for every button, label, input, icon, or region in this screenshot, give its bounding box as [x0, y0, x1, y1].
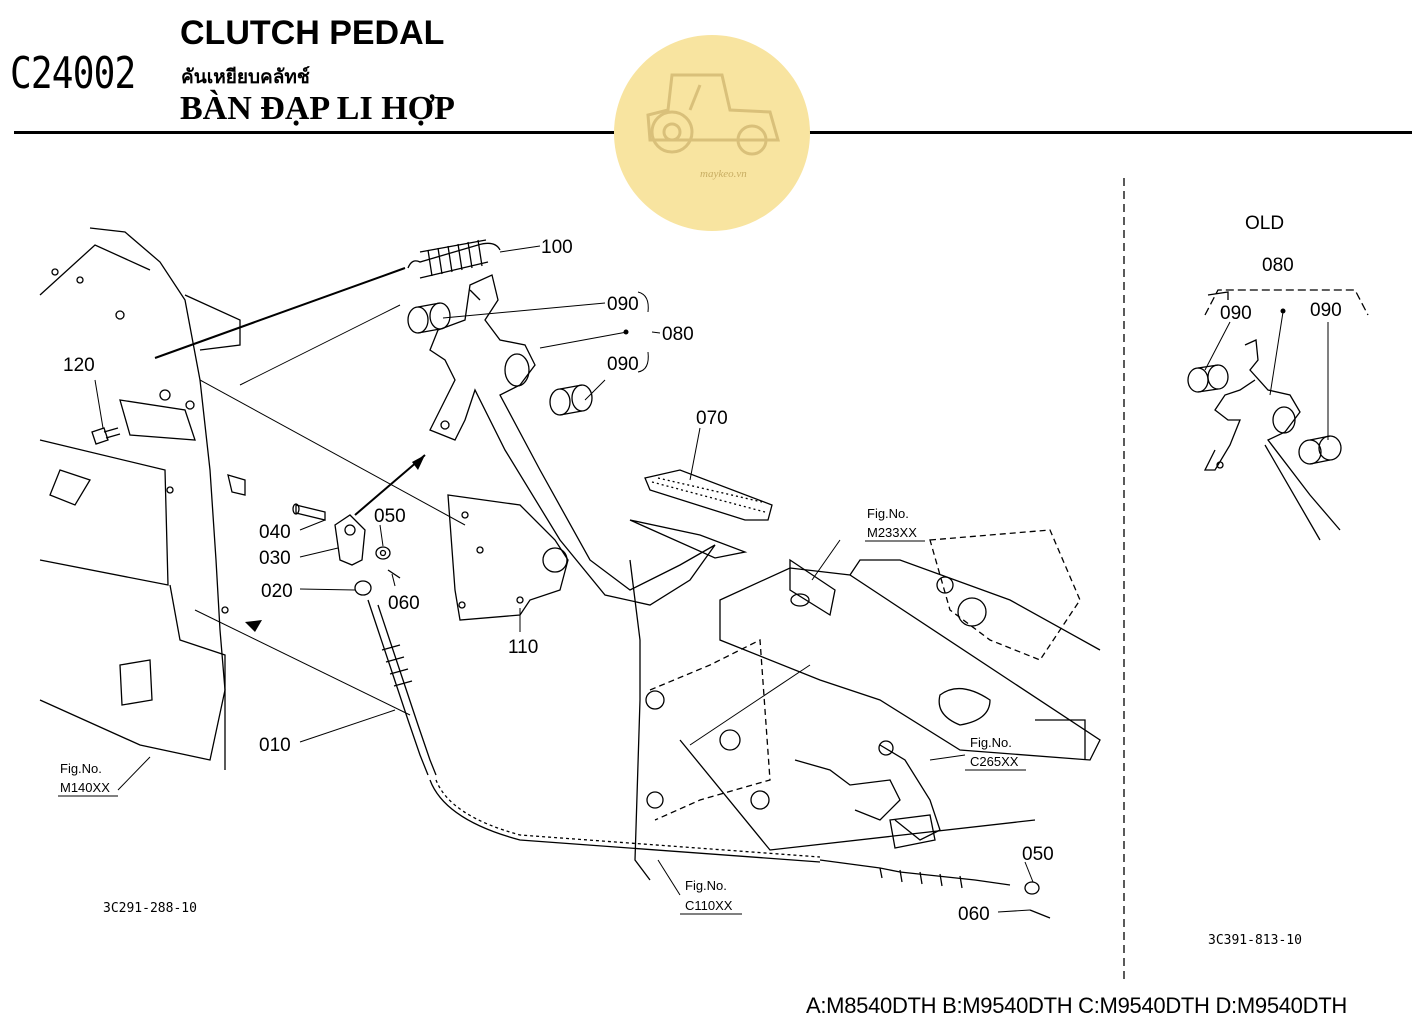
- frame-panel: [39, 227, 246, 770]
- title-thai: คันเหยียบคลัทช์: [181, 66, 310, 88]
- bushing-lower: [549, 384, 593, 416]
- figure-references: Fig.No. M140XX Fig.No. M233XX Fig.No. C2…: [58, 506, 1026, 915]
- figref-c110-label: Fig.No.: [685, 878, 727, 893]
- callout-090-upper: 090: [607, 294, 639, 315]
- drawing-code-left: 3C291-288-10: [103, 901, 197, 916]
- callout-050-lower: 050: [1022, 844, 1054, 865]
- figref-m233-code: M233XX: [867, 525, 917, 540]
- pedal-bracket: [447, 494, 569, 621]
- bolt: [91, 427, 121, 445]
- callout-020: 020: [261, 581, 293, 602]
- part-callouts: 100 090 080 090 070 120 040 050 030 020 …: [63, 237, 1054, 925]
- clevis-assembly: [292, 503, 401, 596]
- clutch-cable: [367, 599, 1051, 919]
- callout-090-lower: 090: [607, 354, 639, 375]
- callout-030: 030: [259, 548, 291, 569]
- leader-lines: [94, 245, 1034, 913]
- callout-010: 010: [259, 735, 291, 756]
- figref-m140-code: M140XX: [60, 780, 110, 795]
- bushing-upper: [407, 302, 451, 334]
- title-english: CLUTCH PEDAL: [180, 14, 445, 52]
- callout-060-lower: 060: [958, 904, 990, 925]
- callout-060-upper: 060: [388, 593, 420, 614]
- drawing-code-right: 3C391-813-10: [1208, 933, 1302, 948]
- figref-c110-code: C110XX: [685, 898, 733, 913]
- old-callout-080: 080: [1262, 255, 1294, 276]
- callout-080: 080: [662, 324, 694, 345]
- callout-110: 110: [508, 637, 538, 658]
- pedal-arm: [429, 274, 773, 606]
- model-applicability: A:M8540DTH B:M9540DTH C:M9540DTH D:M9540…: [806, 993, 1347, 1018]
- callout-070: 070: [696, 408, 728, 429]
- assembly-arrows: [154, 267, 811, 746]
- return-spring: [407, 239, 501, 279]
- old-callout-090-left: 090: [1220, 303, 1252, 324]
- figref-m233-label: Fig.No.: [867, 506, 909, 521]
- figref-m140-label: Fig.No.: [60, 761, 102, 776]
- title-vietnamese: BÀN ĐẠP LI HỢP: [180, 90, 455, 127]
- old-pedal-arm: [1187, 289, 1369, 541]
- old-panel-title: OLD: [1245, 213, 1284, 234]
- callout-050-upper: 050: [374, 506, 406, 527]
- callout-100: 100: [541, 237, 573, 258]
- figref-c265-label: Fig.No.: [970, 735, 1012, 750]
- callout-040: 040: [259, 522, 291, 543]
- old-callout-090-right: 090: [1310, 300, 1342, 321]
- callout-120: 120: [63, 355, 95, 376]
- page-code: C24002: [10, 48, 136, 99]
- tractor-icon: [646, 73, 780, 156]
- figref-c265-code: C265XX: [970, 754, 1019, 769]
- watermark-logo: maykeo.vn: [614, 35, 810, 231]
- watermark-text: maykeo.vn: [700, 168, 747, 180]
- transmission-housing: [629, 529, 1101, 881]
